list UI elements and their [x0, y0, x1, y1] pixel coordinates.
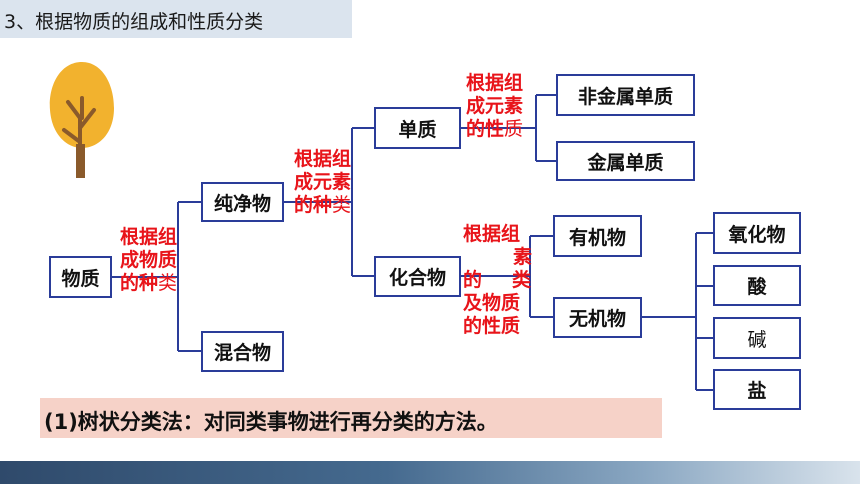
title-bar — [0, 0, 352, 38]
node-compound: 化合物 — [374, 256, 461, 297]
node-oxide: 氧化物 — [713, 212, 801, 254]
node-pure-substance: 纯净物 — [201, 182, 284, 222]
node-salt: 盐 — [713, 369, 801, 410]
label-by-substance-kind: 根据组成物质的种类 — [120, 226, 178, 294]
label-by-element-property: 根据组成元素的性质 — [466, 72, 524, 140]
label-by-element-and-property: 根据组 素 的类 及物质 的性质 — [463, 223, 533, 337]
summary-text: (1)树状分类法：对同类事物进行再分类的方法。 — [44, 410, 498, 434]
node-nonmetal-element: 非金属单质 — [556, 74, 695, 116]
node-mixture: 混合物 — [201, 331, 284, 372]
node-matter: 物质 — [49, 256, 112, 298]
node-base: 碱 — [713, 317, 801, 359]
node-organic: 有机物 — [553, 215, 642, 257]
label-by-element-kind: 根据组成元素的种类 — [294, 148, 352, 216]
node-metal-element: 金属单质 — [556, 141, 695, 181]
node-inorganic: 无机物 — [553, 297, 642, 338]
slide-title: 3、根据物质的组成和性质分类 — [4, 11, 264, 33]
summary-band — [40, 398, 662, 438]
tree-icon — [49, 62, 114, 178]
node-acid: 酸 — [713, 265, 801, 306]
footer-bar — [0, 461, 860, 484]
node-element: 单质 — [374, 107, 461, 149]
